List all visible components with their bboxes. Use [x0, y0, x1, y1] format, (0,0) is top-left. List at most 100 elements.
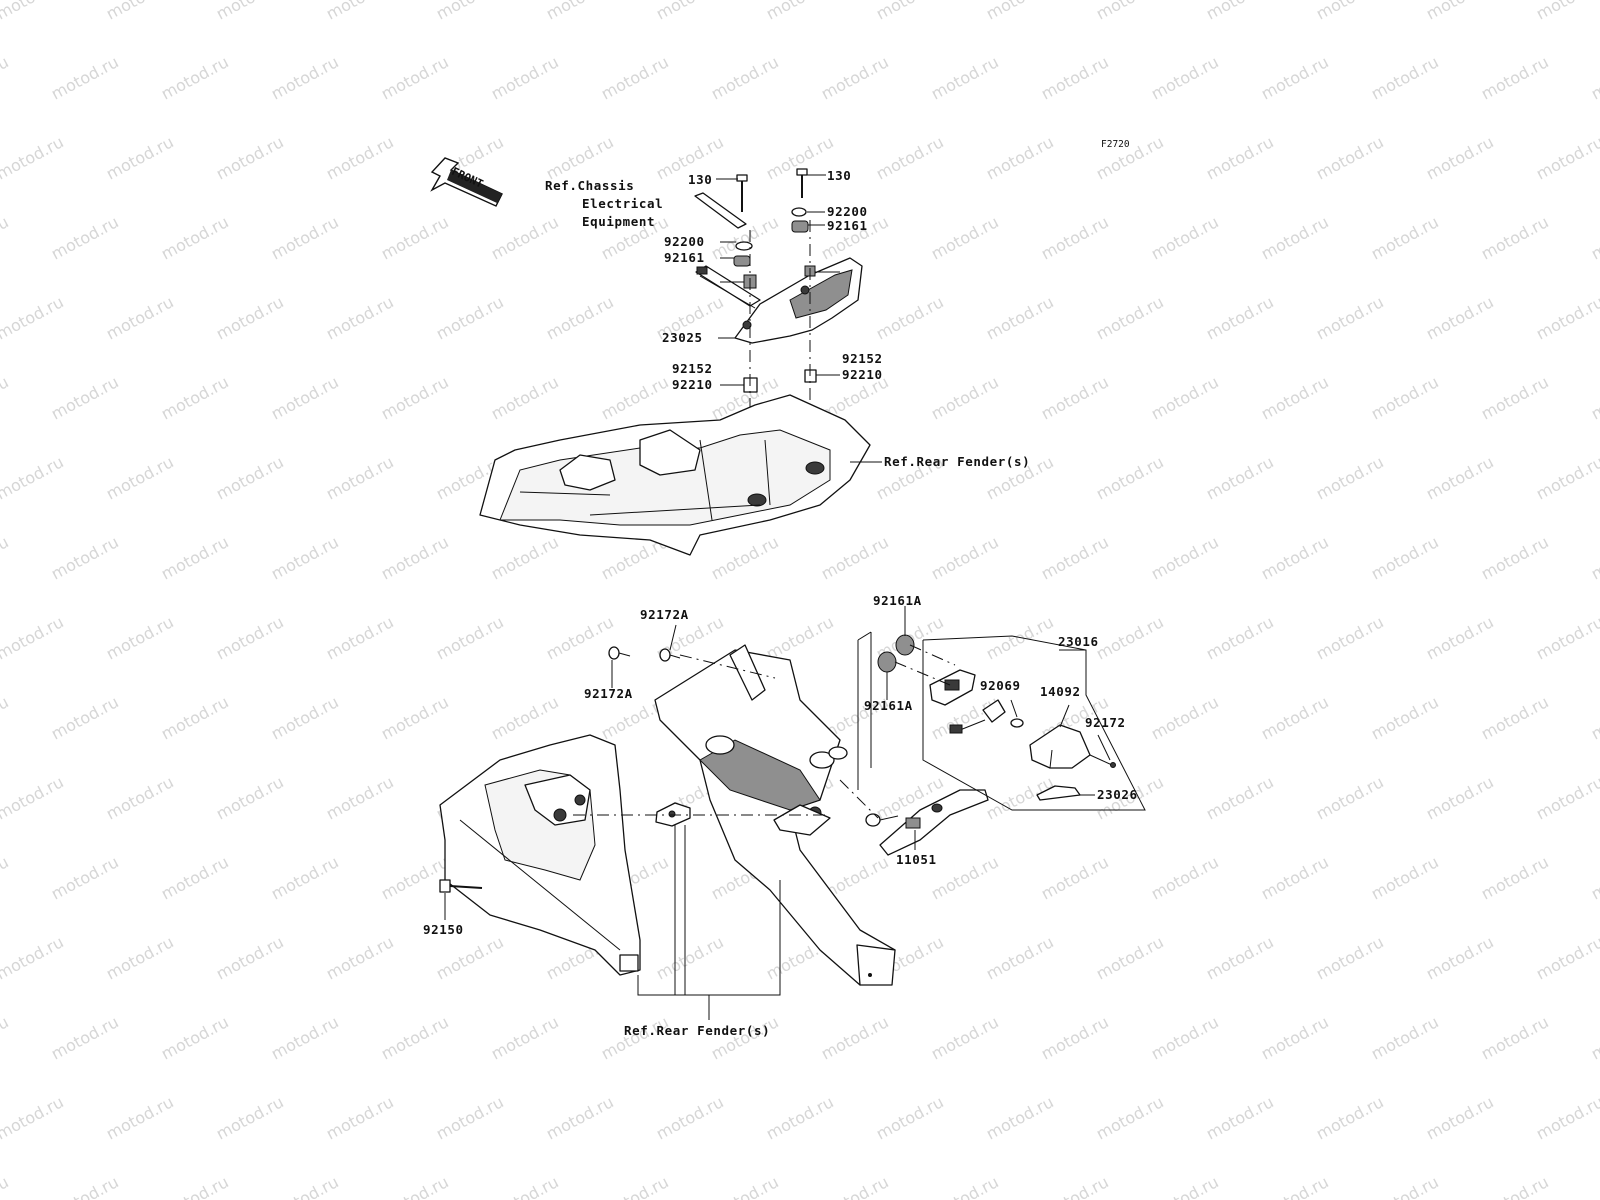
watermark-text: motod.ru — [543, 612, 617, 663]
watermark-text: motod.ru — [1423, 932, 1497, 983]
label-92152-left: 92152 — [672, 361, 713, 376]
watermark-text: motod.ru — [0, 52, 12, 103]
watermark-text: motod.ru — [0, 212, 12, 263]
label-92161-left: 92161 — [664, 250, 705, 265]
watermark-text: motod.ru — [818, 1172, 892, 1200]
watermark-text: motod.ru — [928, 52, 1002, 103]
watermark-text: motod.ru — [488, 532, 562, 583]
watermark-text: motod.ru — [1313, 0, 1387, 24]
watermark-text: motod.ru — [1203, 0, 1277, 24]
watermark-text: motod.ru — [1478, 852, 1552, 903]
watermark-text: motod.ru — [213, 1092, 287, 1143]
bolt-130-right — [796, 168, 808, 198]
watermark-text: motod.ru — [983, 1092, 1057, 1143]
watermark-text: motod.ru — [1588, 852, 1600, 903]
watermark-text: motod.ru — [1368, 52, 1442, 103]
watermark-text: motod.ru — [488, 1172, 562, 1200]
watermark-text: motod.ru — [433, 292, 507, 343]
watermark-text: motod.ru — [1203, 1092, 1277, 1143]
bulb-socket-92069 — [949, 699, 1024, 734]
watermark-text: motod.ru — [1093, 932, 1167, 983]
watermark-text: motod.ru — [213, 932, 287, 983]
watermark-text: motod.ru — [708, 532, 782, 583]
watermark-text: motod.ru — [1588, 212, 1600, 263]
watermark-text: motod.ru — [1258, 852, 1332, 903]
watermark-text: motod.ru — [1258, 1012, 1332, 1063]
watermark-text: motod.ru — [763, 1092, 837, 1143]
watermark-text: motod.ru — [1203, 452, 1277, 503]
watermark-text: motod.ru — [1313, 1092, 1387, 1143]
label-92210-left: 92210 — [672, 377, 713, 392]
watermark-text: motod.ru — [1423, 132, 1497, 183]
watermark-text: motod.ru — [213, 0, 287, 24]
watermark-text: motod.ru — [1478, 532, 1552, 583]
watermark-text: motod.ru — [928, 372, 1002, 423]
watermark-text: motod.ru — [763, 612, 837, 663]
watermark-text: motod.ru — [0, 612, 67, 663]
upper-assembly — [479, 168, 871, 556]
watermark-text: motod.ru — [433, 932, 507, 983]
watermark-text: motod.ru — [103, 132, 177, 183]
watermark-text: motod.ru — [1038, 1172, 1112, 1200]
lower-leaders — [444, 606, 1146, 1020]
watermark-text: motod.ru — [268, 692, 342, 743]
watermark-text: motod.ru — [1588, 692, 1600, 743]
watermark-text: motod.ru — [1313, 612, 1387, 663]
watermark-text: motod.ru — [1588, 52, 1600, 103]
label-14092: 14092 — [1040, 684, 1081, 699]
watermark-text: motod.ru — [1148, 52, 1222, 103]
watermark-text: motod.ru — [1148, 1012, 1222, 1063]
watermark-text: motod.ru — [48, 1012, 122, 1063]
label-130-left: 130 — [688, 172, 712, 187]
watermark-text: motod.ru — [1533, 132, 1600, 183]
watermark-text: motod.ru — [1533, 932, 1600, 983]
watermark-text: motod.ru — [543, 0, 617, 24]
label-ref-chassis-1: Ref.Chassis — [545, 178, 634, 193]
watermark-text: motod.ru — [1093, 1092, 1167, 1143]
watermark-text: motod.ru — [0, 692, 12, 743]
watermark-text: motod.ru — [158, 212, 232, 263]
watermark-text: motod.ru — [763, 132, 837, 183]
front-arrow-icon: FRONT — [430, 157, 503, 207]
watermark-text: motod.ru — [0, 452, 67, 503]
label-23025: 23025 — [662, 330, 703, 345]
label-ref-rear-fender-bottom: Ref.Rear Fender(s) — [624, 1023, 770, 1038]
watermark-text: motod.ru — [1258, 212, 1332, 263]
license-light-housing — [929, 669, 976, 706]
watermark-text: motod.ru — [1588, 532, 1600, 583]
watermark-text: motod.ru — [158, 1012, 232, 1063]
watermark-text: motod.ru — [103, 1092, 177, 1143]
watermark-text: motod.ru — [48, 372, 122, 423]
watermark-text: motod.ru — [378, 692, 452, 743]
watermark-text: motod.ru — [0, 932, 67, 983]
watermark-text: motod.ru — [1423, 292, 1497, 343]
watermark-text: motod.ru — [488, 372, 562, 423]
watermark-text: motod.ru — [0, 292, 67, 343]
grommet-92161A-bottom — [877, 651, 897, 673]
watermark-text: motod.ru — [1258, 532, 1332, 583]
watermark-text: motod.ru — [1368, 1172, 1442, 1200]
watermark-text: motod.ru — [983, 132, 1057, 183]
watermark-text: motod.ru — [1533, 772, 1600, 823]
watermark-text: motod.ru — [323, 452, 397, 503]
watermark-text: motod.ru — [1368, 852, 1442, 903]
bolt-130-left — [736, 174, 748, 212]
watermark-text: motod.ru — [1258, 52, 1332, 103]
watermark-text: motod.ru — [158, 1172, 232, 1200]
watermark-text: motod.ru — [818, 1012, 892, 1063]
figure-code: F2720 — [1101, 139, 1130, 150]
watermark-text: motod.ru — [268, 532, 342, 583]
watermark-text: motod.ru — [873, 292, 947, 343]
watermark-text: motod.ru — [213, 292, 287, 343]
watermark-text: motod.ru — [653, 932, 727, 983]
watermark-text: motod.ru — [1478, 212, 1552, 263]
watermark-text: motod.ru — [708, 52, 782, 103]
watermark-text: motod.ru — [378, 372, 452, 423]
label-92161A-top: 92161A — [873, 593, 922, 608]
watermark-text: motod.ru — [213, 452, 287, 503]
watermark-text: motod.ru — [983, 0, 1057, 24]
watermark-text: motod.ru — [1423, 772, 1497, 823]
watermark-text: motod.ru — [103, 932, 177, 983]
